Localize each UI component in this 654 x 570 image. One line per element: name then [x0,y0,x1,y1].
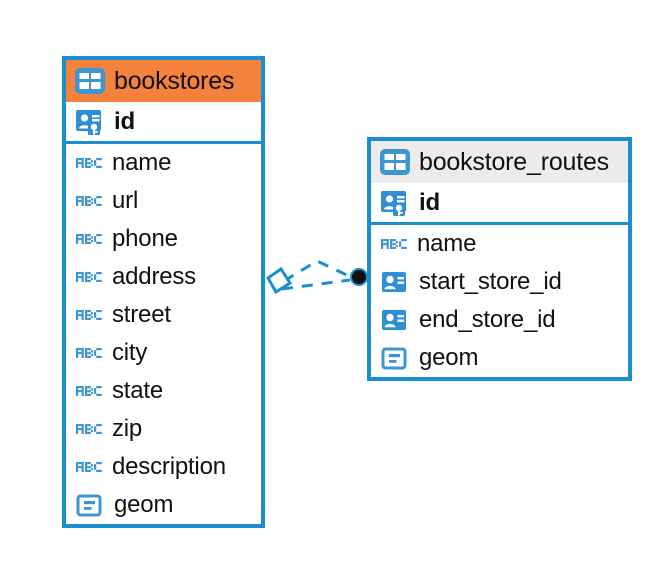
field-row-description[interactable]: description [66,448,261,486]
abc-text-icon [75,301,103,329]
field-label: address [112,263,196,290]
field-row-geom[interactable]: geom [371,339,628,377]
geometry-icon [75,490,105,520]
abc-text-icon [75,415,103,443]
field-row-start-store-id[interactable]: start_store_id [371,263,628,301]
field-row-geom[interactable]: geom [66,486,261,524]
entity-header-bookstore-routes[interactable]: bookstore_routes [371,141,628,183]
field-label: end_store_id [419,306,556,333]
entity-title: bookstores [114,66,235,95]
field-label: name [112,149,172,176]
field-row-city[interactable]: city [66,334,261,372]
relationship-line-upper [283,259,352,283]
field-label: phone [112,225,178,252]
table-icon [75,68,105,94]
abc-text-icon [75,339,103,367]
field-label: id [419,188,440,216]
relationship-source-diamond-icon [266,266,293,295]
field-row-url[interactable]: url [66,182,261,220]
entity-title: bookstore_routes [419,147,609,176]
entity-header-bookstores[interactable]: bookstores [66,60,261,102]
field-row-end-store-id[interactable]: end_store_id [371,301,628,339]
field-row-address[interactable]: address [66,258,261,296]
field-row-name[interactable]: name [371,225,628,263]
field-label: id [114,107,135,135]
field-label: start_store_id [419,268,562,295]
relationship-target-circle-icon [350,268,368,286]
table-icon [380,149,410,175]
primary-key-icon [75,107,105,137]
field-label: geom [114,491,174,518]
field-label: city [112,339,148,366]
abc-text-icon [380,230,408,258]
field-label: state [112,377,164,404]
abc-text-icon [75,453,103,481]
abc-text-icon [75,225,103,253]
abc-text-icon [75,149,103,177]
abc-text-icon [75,377,103,405]
field-label: street [112,301,171,328]
field-row-primary-key[interactable]: id [66,102,261,144]
field-row-phone[interactable]: phone [66,220,261,258]
field-row-primary-key[interactable]: id [371,183,628,225]
field-label: geom [419,344,479,371]
field-label: name [417,230,477,257]
abc-text-icon [75,263,103,291]
field-label: url [112,187,139,214]
entity-bookstores[interactable]: bookstores id [62,56,265,528]
field-label: description [112,453,226,480]
entity-bookstore-routes[interactable]: bookstore_routes id [367,137,632,381]
field-label: zip [112,415,143,442]
field-row-street[interactable]: street [66,296,261,334]
relationship-line-lower [281,278,351,291]
primary-key-icon [380,188,410,218]
geometry-icon [380,343,410,373]
foreign-key-icon [380,267,410,297]
abc-text-icon [75,187,103,215]
field-row-zip[interactable]: zip [66,410,261,448]
field-row-state[interactable]: state [66,372,261,410]
foreign-key-icon [380,305,410,335]
field-row-name[interactable]: name [66,144,261,182]
